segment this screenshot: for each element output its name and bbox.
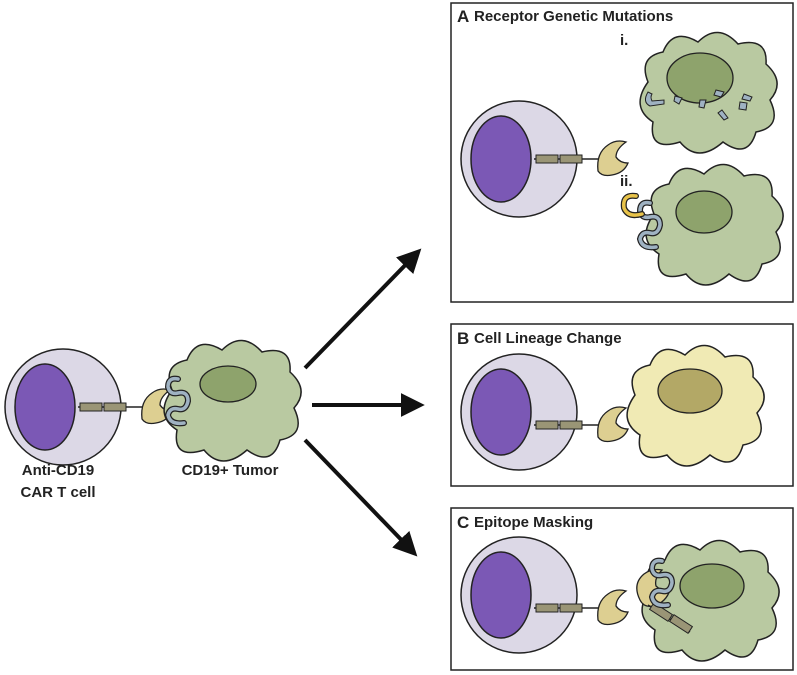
panel-b-car-t-cell [460,353,578,471]
panel-a-tumor-i [639,31,778,154]
panel-b-letter: B [457,329,469,348]
cd19-fragments [644,89,753,121]
arrow-to-panel-a [303,248,422,370]
panel-c-car-t-cell [460,536,578,654]
tcell-label-line2: CAR T cell [20,484,95,501]
panel-a-letter: A [457,7,469,26]
left-tumor-cell [163,339,302,462]
panel-b-title: Cell Lineage Change [474,330,622,347]
panel-b-lineage-cell [626,344,765,467]
panel-c-title: Epitope Masking [474,514,593,531]
panel-a-tumor-ii [620,163,784,286]
panel-c-tumor-cell [641,539,780,662]
panel-c-letter: C [457,513,469,532]
arrow-to-panel-c [303,438,418,557]
panel-b: B Cell Lineage Change [450,323,794,487]
tumor-label: CD19+ Tumor [182,462,279,479]
panel-a-label-ii: ii. [620,173,633,190]
panel-c: C Epitope Masking [450,507,794,671]
panel-a: A Receptor Genetic Mutations i. ii. [450,2,794,303]
tcell-label-line1: Anti-CD19 [22,462,95,479]
panel-a-title: Receptor Genetic Mutations [474,8,673,25]
panel-a-label-i: i. [620,32,628,49]
masking-car-construct [636,568,694,635]
